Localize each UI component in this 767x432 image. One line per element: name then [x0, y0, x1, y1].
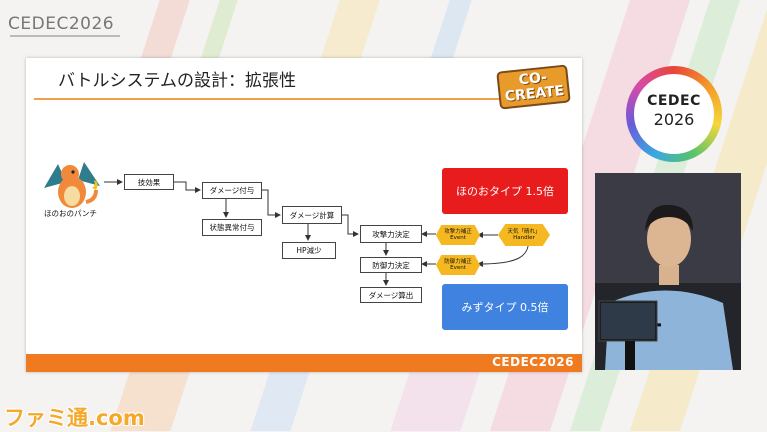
flow-damage-calc: ダメージ計算 [282, 206, 342, 224]
speaker-illustration [595, 173, 741, 370]
cedec-logo-underline [10, 35, 120, 37]
attack-event-type: Event [450, 235, 466, 241]
attack-event-label: 攻撃力補正 [444, 229, 472, 235]
cedec-logo: CEDEC2026 [8, 14, 115, 34]
title-underline [34, 98, 514, 100]
flow-damage-output: ダメージ算出 [360, 287, 422, 303]
handler-label: 天気「晴れ」 [507, 229, 541, 235]
defense-event-label: 防御力補正 [444, 259, 472, 265]
flow-defense-decide: 防御力決定 [360, 257, 422, 273]
flow-attack-decide: 攻撃力決定 [360, 225, 422, 243]
bg-streak [390, 372, 480, 431]
flow-damage-apply: ダメージ付与 [202, 182, 262, 199]
move-caption: ほのおのパンチ [44, 209, 97, 218]
handler-type: Handler [513, 235, 535, 241]
water-type-card: みずタイプ 0.5倍 [442, 284, 568, 330]
ring-logo-text: CEDEC [647, 93, 701, 109]
bg-streak [320, 0, 380, 60]
sunny-weather-handler: 天気「晴れ」Handler [498, 224, 550, 246]
flow-status-condition: 状態異常付与 [202, 219, 262, 236]
slide-footer-logo: CEDEC2026 [492, 355, 574, 369]
fire-monster-illustration [44, 162, 100, 208]
presentation-slide: バトルシステムの設計：拡張性 CO- CREATE [26, 58, 582, 372]
bg-streak [250, 372, 310, 431]
famitsu-watermark: ファミ通.com [4, 406, 145, 430]
slide-title: バトルシステムの設計：拡張性 [58, 71, 296, 91]
flow-hp-decrease: HP減少 [282, 242, 336, 259]
speaker-video [595, 173, 741, 370]
ring-logo-year: 2026 [653, 110, 695, 129]
flow-connectors [104, 179, 530, 286]
bg-streak [200, 0, 238, 60]
bg-streak [430, 0, 472, 60]
defense-event-type: Event [450, 265, 466, 271]
fire-type-card: ほのおタイプ 1.5倍 [442, 168, 568, 214]
flow-skill-effect: 技効果 [124, 174, 174, 190]
slide-footer-bar [26, 354, 582, 372]
bg-streak [140, 0, 190, 60]
cedec-ring-logo-center [634, 74, 714, 154]
